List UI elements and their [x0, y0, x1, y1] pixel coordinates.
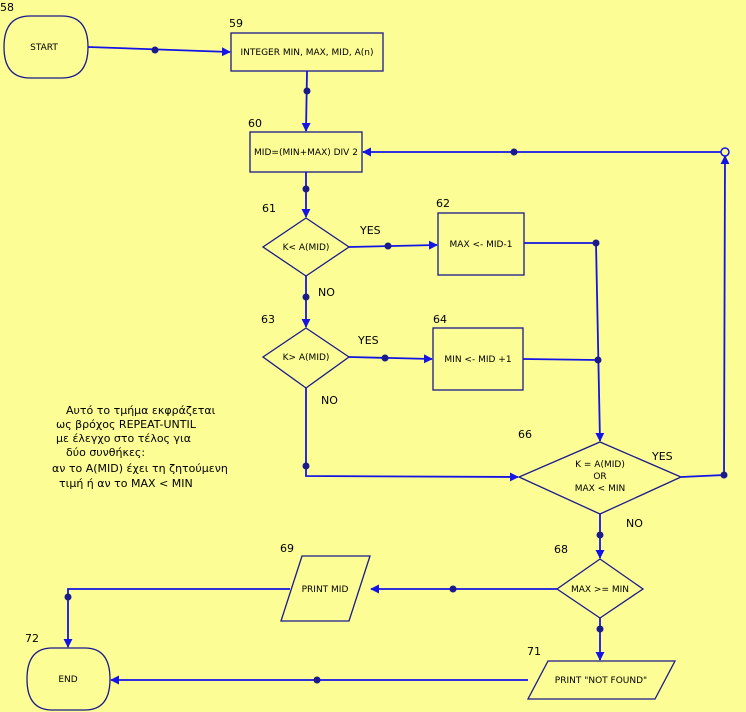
cond-loop-line-2: OR [593, 472, 606, 482]
node-end: END 72 [25, 632, 111, 711]
declare-label: INTEGER MIN, MAX, MID, A(n) [241, 48, 374, 58]
loop-connector [720, 147, 730, 157]
cond-less-yes-label: YES [359, 224, 381, 237]
edge-cond-less-set-max [348, 240, 438, 250]
set-min-label: MIN <- MID +1 [444, 355, 511, 365]
edge-declare-calc-mid [301, 70, 311, 132]
note-line-1: Αυτό το τμήμα εκφράζεται [66, 404, 216, 417]
end-number: 72 [25, 632, 39, 645]
edge-dot [302, 293, 310, 301]
calc-mid-number: 60 [248, 117, 262, 130]
cond-less-no-label: NO [318, 286, 335, 299]
node-cond-found: MAX >= MIN 68 [554, 543, 645, 619]
cond-loop-yes-label: YES [651, 450, 673, 463]
print-not-found-number: 71 [527, 645, 541, 658]
edge-dot [381, 354, 389, 362]
node-calc-mid: MID=(MIN+MAX) DIV 2 60 [248, 117, 363, 173]
edge-dot [596, 625, 604, 633]
edge-dots [64, 46, 728, 684]
edge-dot [592, 239, 600, 247]
edge-dot [302, 185, 310, 193]
print-mid-label: PRINT MID [302, 585, 349, 595]
cond-loop-no-label: NO [626, 517, 643, 530]
node-set-max: MAX <- MID-1 62 [436, 197, 525, 276]
cond-greater-no-label: NO [321, 394, 338, 407]
note-line-6: τιμή ή αν το MAX < MIN [59, 477, 193, 490]
edge-cond-loop-return [680, 155, 730, 478]
edge-dot [151, 46, 159, 54]
cond-found-number: 68 [554, 543, 568, 556]
note-line-3: με έλεγχο στο τέλος για [56, 432, 191, 445]
cond-found-label: MAX >= MIN [571, 585, 629, 595]
edge-dot [720, 471, 728, 479]
set-max-label: MAX <- MID-1 [450, 240, 513, 250]
set-max-number: 62 [436, 197, 450, 210]
edge-dot [313, 676, 321, 684]
calc-mid-label: MID=(MIN+MAX) DIV 2 [254, 148, 358, 158]
node-set-min: MIN <- MID +1 64 [432, 313, 524, 391]
edge-dot [64, 593, 72, 601]
start-number: 58 [0, 1, 14, 14]
cond-less-label: K< A(MID) [283, 243, 330, 253]
edge-set-min-cond-loop [522, 358, 599, 361]
cond-loop-number: 66 [518, 428, 532, 441]
edge-set-max-cond-loop [524, 242, 605, 442]
cond-less-number: 61 [262, 202, 276, 215]
annotation-note: Αυτό το τμήμα εκφράζεται ως βρόχος REPEA… [52, 404, 228, 490]
node-declare: INTEGER MIN, MAX, MID, A(n) 59 [229, 17, 384, 72]
cond-greater-yes-label: YES [357, 334, 379, 347]
node-start: START 58 [0, 1, 89, 79]
edge-dot [596, 531, 604, 539]
edge-cond-greater-cond-loop [305, 388, 519, 482]
print-not-found-label: PRINT "NOT FOUND" [555, 676, 647, 686]
node-print-not-found: PRINT "NOT FOUND" 71 [526, 645, 677, 700]
end-label: END [58, 675, 77, 685]
declare-number: 59 [229, 17, 243, 30]
edge-dot [594, 356, 602, 364]
print-mid-number: 69 [280, 542, 294, 555]
start-label: START [30, 43, 58, 53]
cond-greater-number: 63 [261, 313, 275, 326]
cond-loop-line-3: MAX < MIN [575, 484, 626, 494]
edge-start-declare [87, 46, 231, 57]
node-print-mid: PRINT MID 69 [280, 542, 371, 622]
edge-dot [449, 585, 457, 593]
cond-greater-label: K> A(MID) [283, 353, 330, 363]
set-min-number: 64 [433, 313, 447, 326]
edge-dot [302, 462, 310, 470]
node-cond-less: K< A(MID) 61 [261, 202, 351, 277]
note-line-4: δύο συνθήκες: [66, 446, 145, 459]
note-line-5: αν το A(MID) έχει τη ζητούμενη [52, 462, 228, 475]
note-line-2: ως βρόχος REPEAT-UNTIL [56, 418, 197, 431]
edge-print-mid-end [63, 588, 290, 648]
node-cond-greater: K> A(MID) 63 [261, 313, 351, 389]
edge-cond-greater-set-min [348, 354, 433, 364]
cond-loop-line-1: K = A(MID) [575, 460, 625, 470]
edge-dot [510, 148, 518, 156]
edge-dot [384, 242, 392, 250]
edge-dot [303, 87, 311, 95]
